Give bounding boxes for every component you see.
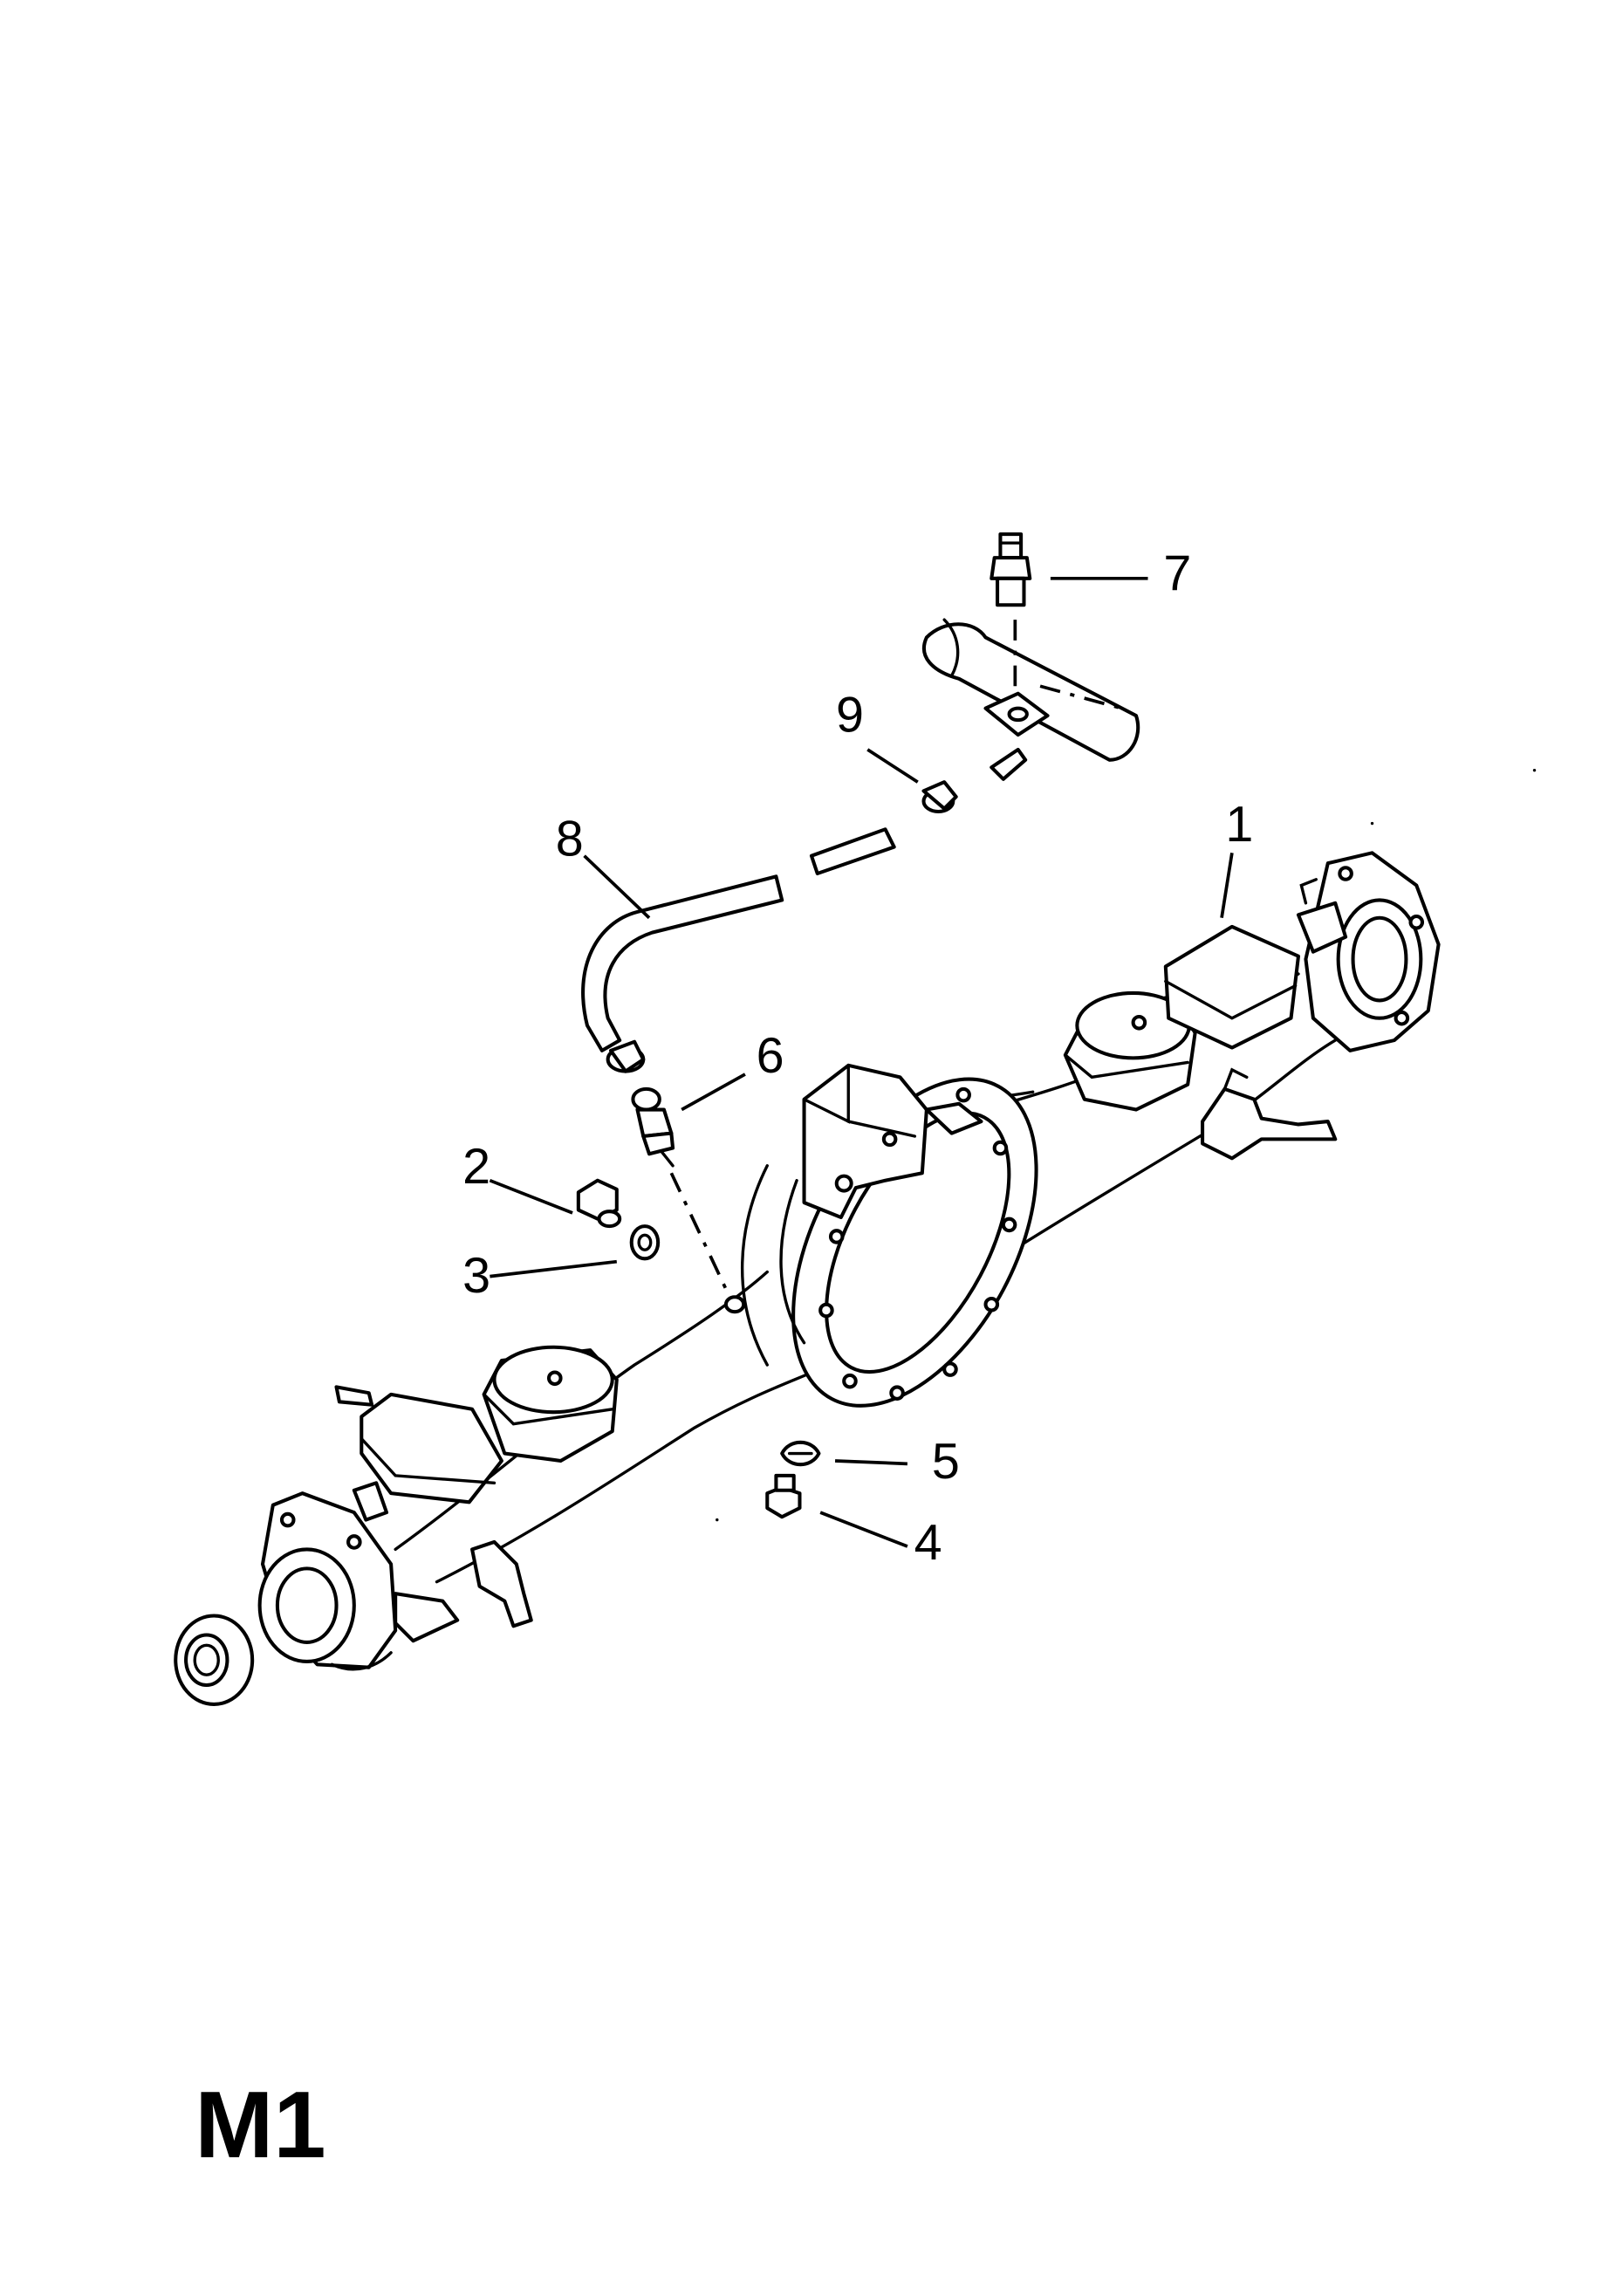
vent-hose [581,874,784,1052]
left-breather-nipple [334,1385,374,1407]
speck [716,1518,719,1522]
upper-bracket [802,1063,928,1220]
callout-5: 5 [932,1434,960,1490]
drain-plug-washer [780,1440,821,1467]
hose-clamp-upper [921,780,958,814]
callout-3: 3 [462,1248,490,1304]
callout-labels: 1 2 3 4 5 6 7 8 9 [462,545,1253,1571]
callout-9: 9 [836,688,864,744]
vent-connector [631,1086,675,1168]
axle-housing [174,851,1441,1706]
vent-pipe-assembly [581,532,1140,1314]
right-shock-stud [1201,1086,1338,1161]
leader-lines [489,576,1234,1548]
speck [1532,768,1537,772]
callout-2: 2 [462,1139,490,1195]
breather-valve [990,532,1032,607]
callout-6: 6 [757,1028,784,1084]
left-bump-pad [360,1392,503,1504]
section-code: M1 [195,2072,325,2177]
hose-clamp-lower [606,1039,646,1073]
callout-1: 1 [1225,797,1253,853]
vent-hose-section [809,827,896,876]
callout-4: 4 [914,1515,942,1571]
left-shock-stud [470,1539,533,1628]
right-bump-pad [1163,924,1301,1050]
filler-plug [576,1178,622,1229]
vent-tube-section [921,622,1140,762]
vent-port [723,1295,746,1314]
filler-plug-washer [629,1224,661,1261]
callout-8: 8 [556,812,584,867]
callout-7: 7 [1163,545,1191,601]
speck [1370,821,1374,826]
differential-opening [825,1111,1011,1374]
drain-plug [765,1473,802,1519]
